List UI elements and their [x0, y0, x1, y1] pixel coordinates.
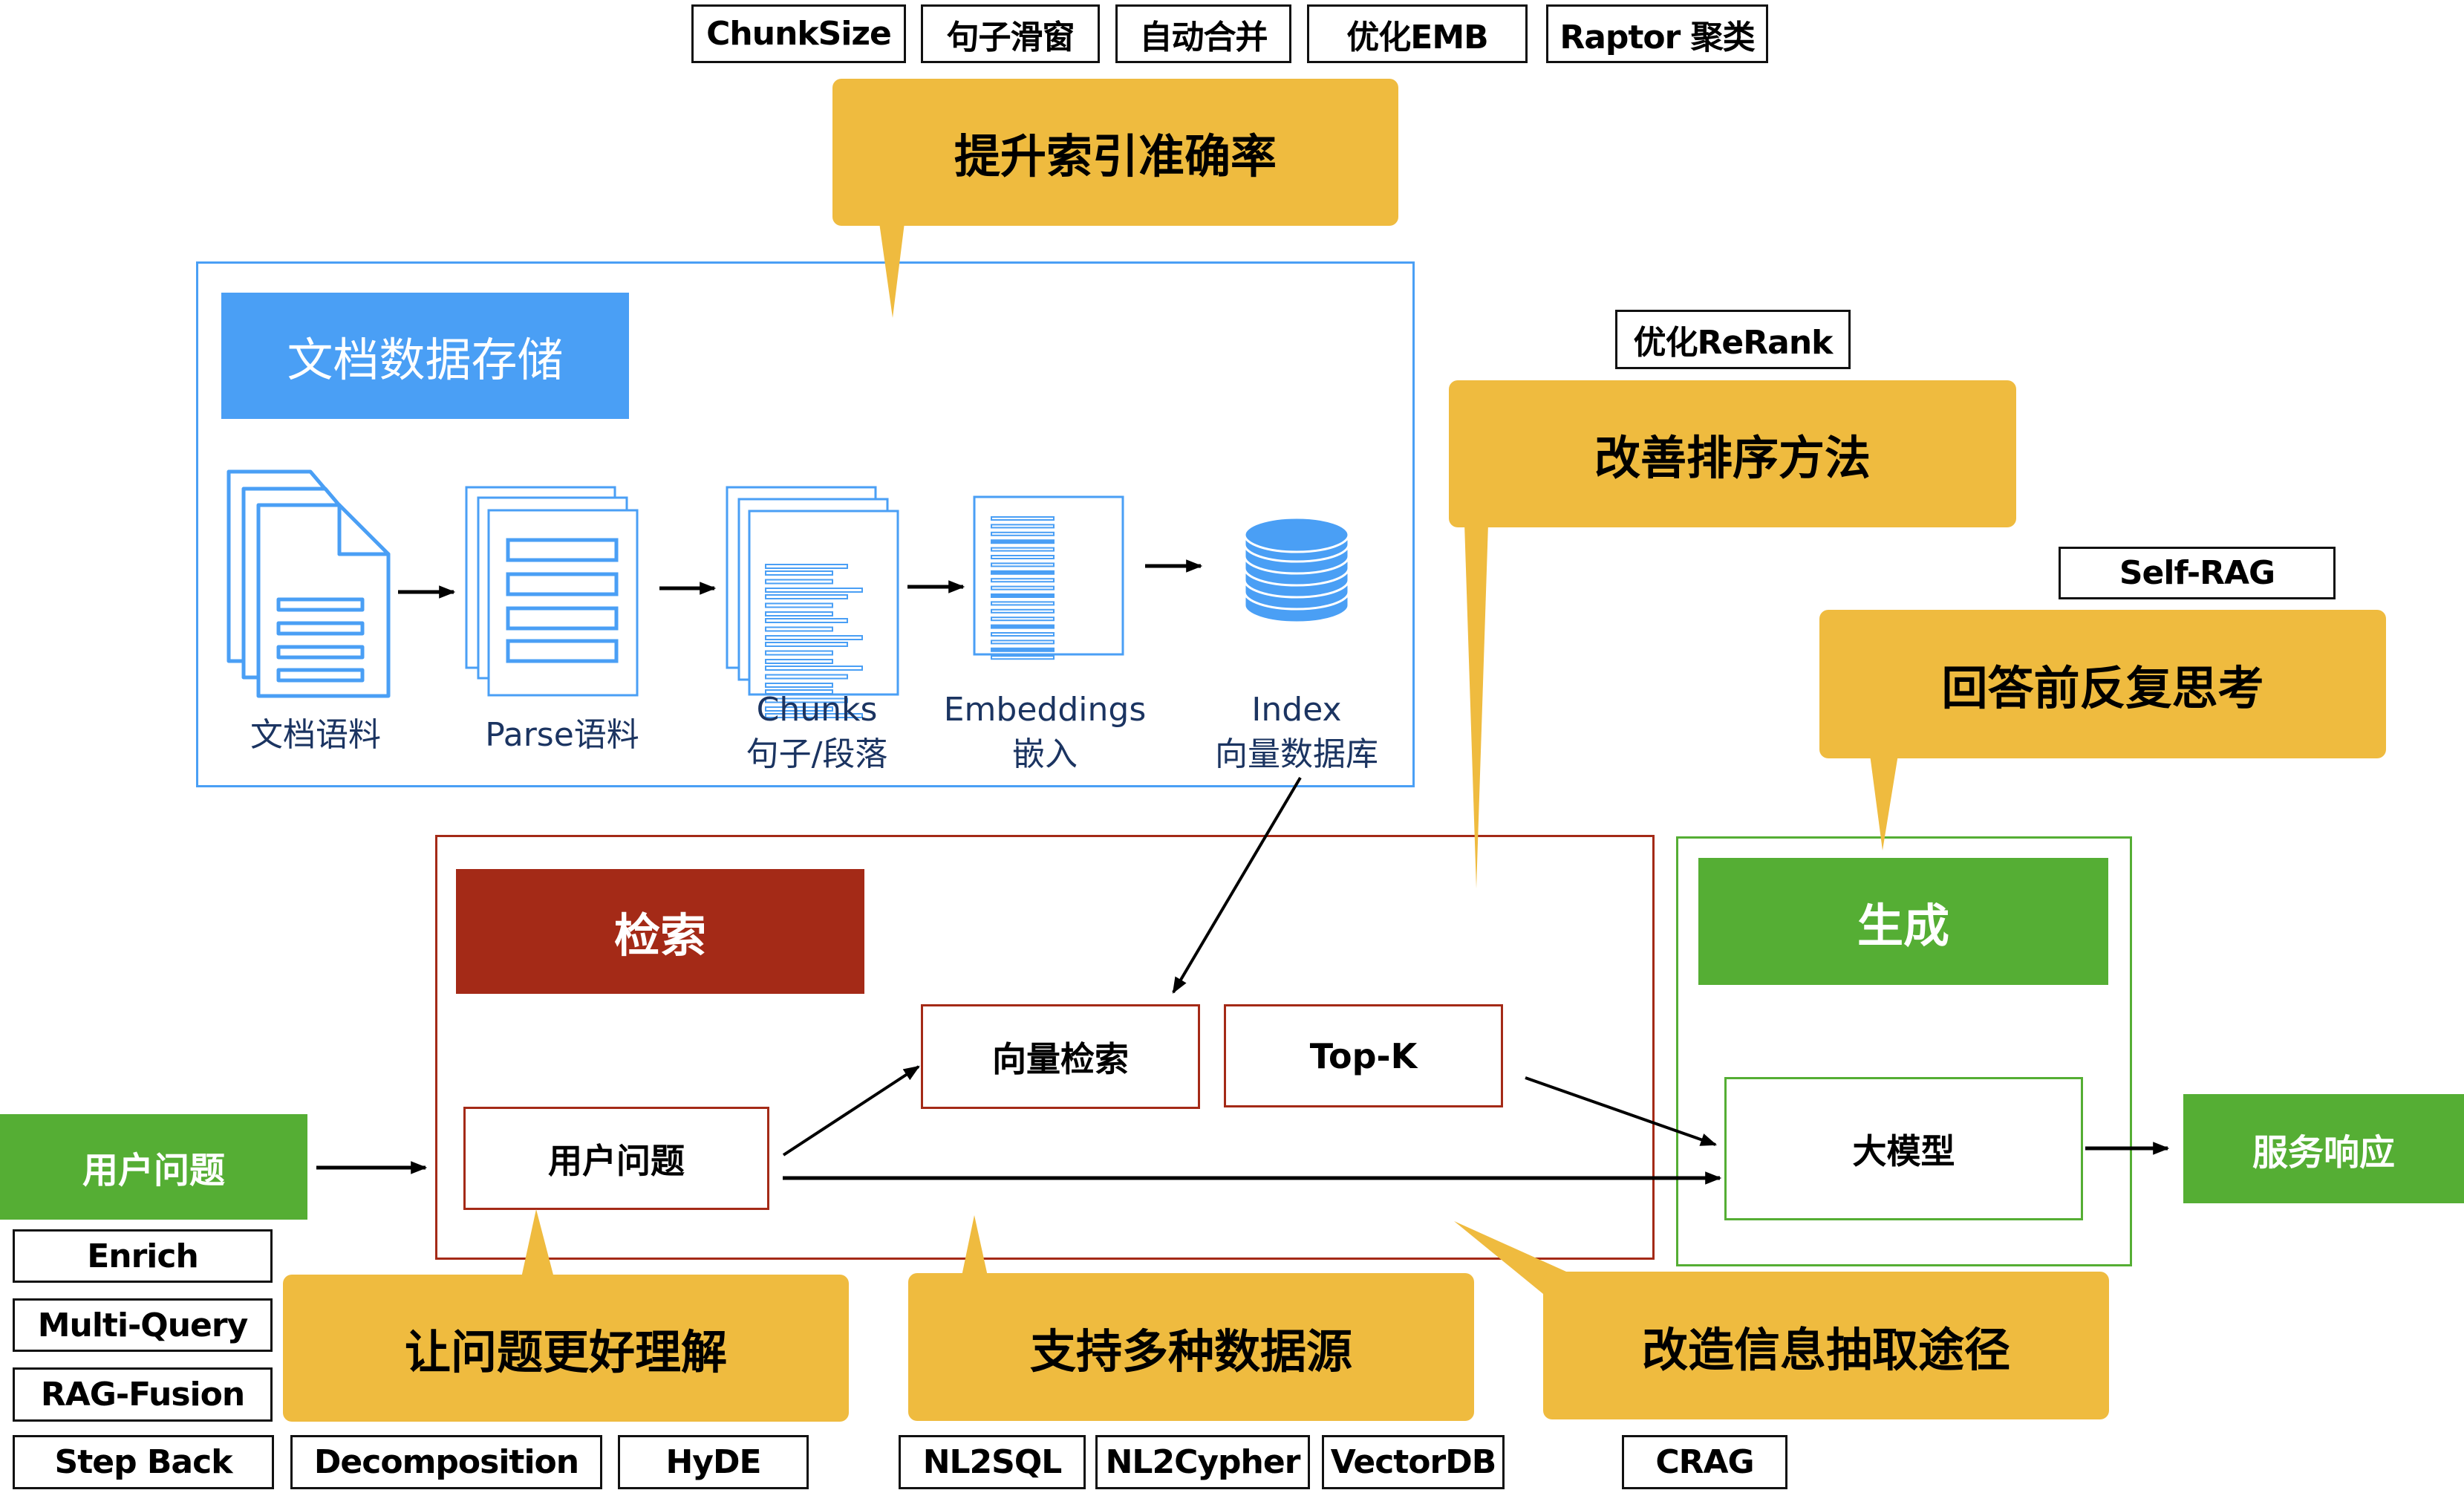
tag-auto-merge: 自动合并	[1115, 4, 1291, 63]
tag-raptor-clustering: Raptor 聚类	[1546, 4, 1768, 63]
tag-decomposition: Decomposition	[290, 1435, 602, 1489]
document-storage-panel	[196, 261, 1415, 787]
database-icon	[1243, 516, 1350, 624]
chunks-icon	[726, 486, 899, 718]
retrieval-title: 检索	[456, 869, 864, 994]
tag-self-rag: Self-RAG	[2059, 547, 2336, 599]
callout-data-sources: 支持多种数据源	[908, 1273, 1474, 1421]
documents-icon	[226, 469, 391, 698]
generation-title: 生成	[1698, 858, 2108, 985]
tag-enrich: Enrich	[13, 1229, 273, 1283]
vector-search-node: 向量检索	[921, 1004, 1200, 1109]
output-service-response: 服务响应	[2183, 1094, 2464, 1203]
tag-hyde: HyDE	[618, 1435, 809, 1489]
retrieval-user-question: 用户问题	[463, 1107, 769, 1210]
step-label-documents: 文档语料	[250, 716, 381, 754]
callout-extraction: 改造信息抽取途径	[1543, 1272, 2109, 1419]
top-k-node: Top-K	[1224, 1004, 1503, 1107]
tag-chunk-size: ChunkSize	[691, 4, 906, 63]
tag-sentence-window: 句子滑窗	[921, 4, 1100, 63]
callout-query-understanding: 让问题更好理解	[283, 1275, 849, 1422]
llm-node: 大模型	[1724, 1077, 2083, 1220]
callout-tail-rerank	[1464, 524, 1488, 888]
tag-step-back: Step Back	[13, 1435, 274, 1489]
tag-multi-query: Multi-Query	[13, 1298, 273, 1352]
tag-vectordb: VectorDB	[1322, 1435, 1505, 1489]
callout-self-reflect: 回答前反复思考	[1819, 610, 2386, 758]
tag-nl2sql: NL2SQL	[899, 1435, 1086, 1489]
retrieval-panel	[435, 835, 1655, 1260]
tag-rag-fusion: RAG-Fusion	[13, 1367, 273, 1422]
generation-panel	[1676, 836, 2132, 1266]
tag-optimize-rerank: 优化ReRank	[1615, 310, 1851, 369]
callout-index-accuracy: 提升索引准确率	[832, 79, 1398, 226]
parsed-docs-icon	[465, 486, 639, 697]
embeddings-icon	[973, 495, 1124, 660]
step-label-parse: Parse语料	[485, 716, 639, 754]
tag-optimize-embedding: 优化EMB	[1307, 4, 1528, 63]
tag-nl2cypher: NL2Cypher	[1095, 1435, 1310, 1489]
tag-crag: CRAG	[1622, 1435, 1787, 1489]
document-storage-title: 文档数据存储	[221, 293, 629, 419]
callout-rerank: 改善排序方法	[1449, 380, 2016, 527]
input-user-question: 用户问题	[0, 1114, 307, 1220]
